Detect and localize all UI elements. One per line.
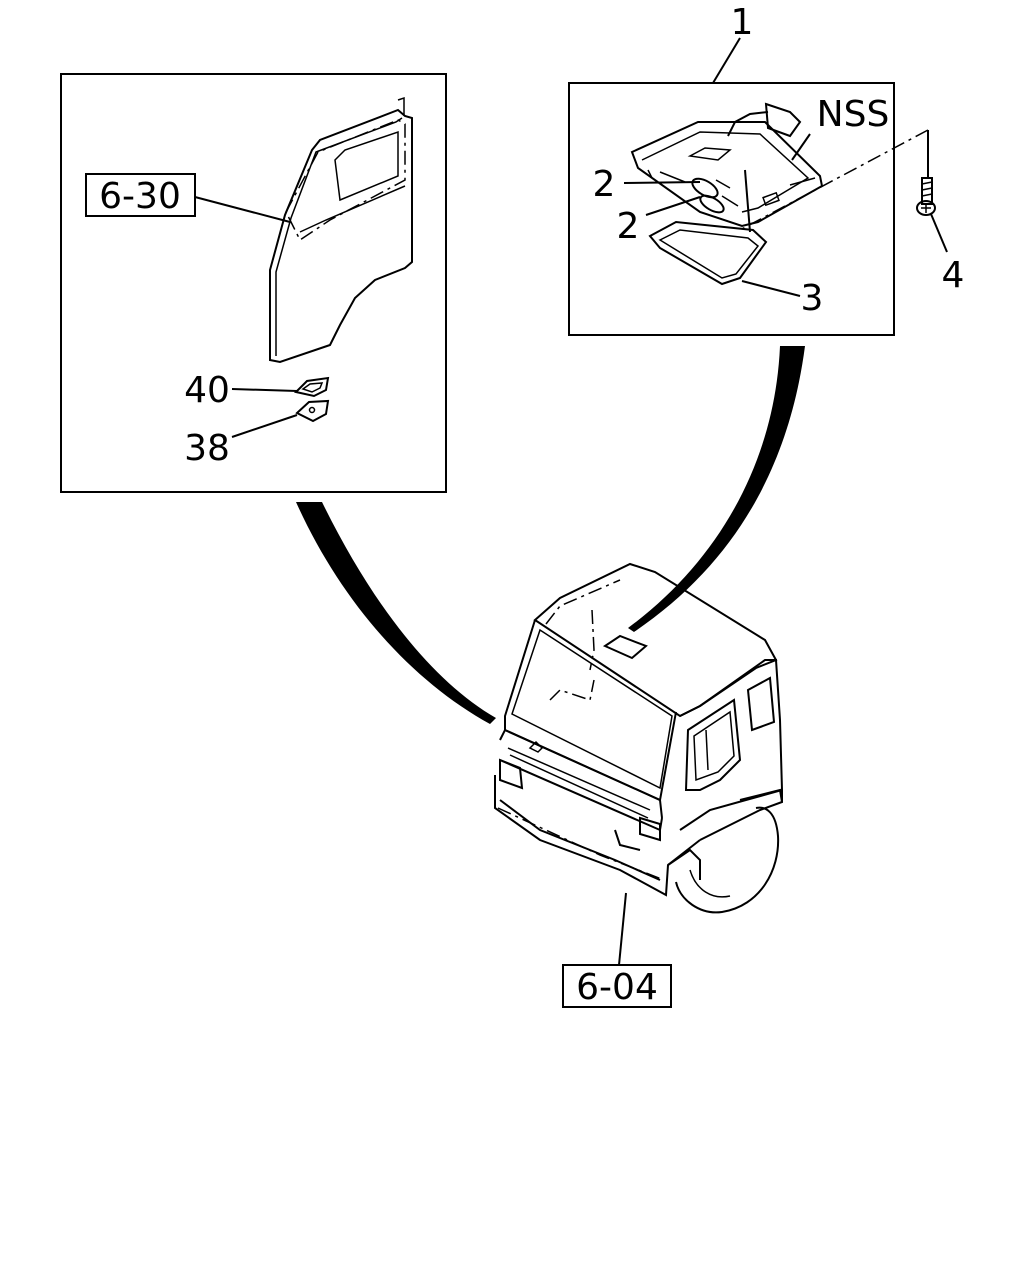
part-38-leader [231, 414, 298, 438]
ref-6-04-label: 6-04 [576, 967, 658, 1008]
screw-leader [930, 213, 948, 253]
part-40-leader [231, 388, 298, 392]
lens-label: 3 [801, 278, 824, 319]
assembly-leader [712, 37, 741, 84]
assembly-label: 1 [731, 2, 754, 43]
ref-6-30-leader [194, 196, 291, 223]
part-40-switch [294, 376, 330, 398]
cab-reference: 6-04 [562, 964, 672, 1008]
screw-bracket [739, 129, 929, 233]
door-detail-panel: 6-30 40 38 [60, 73, 447, 493]
lamp-detail-panel: NSS 2 2 3 [568, 82, 895, 336]
part-4-screw [916, 177, 936, 216]
ref-6-04-leader [618, 892, 627, 966]
nss-leader [791, 133, 811, 161]
door-reference: 6-30 [85, 173, 196, 217]
truck-cab-illustration [494, 562, 784, 914]
part-38-label: 38 [184, 428, 230, 469]
screw-label: 4 [942, 255, 965, 296]
bulb-lower-label: 2 [617, 206, 640, 247]
nss-note: NSS [817, 94, 890, 135]
bulb-upper-label: 2 [593, 164, 616, 205]
bulb-lower-leader [645, 196, 701, 216]
part-40-label: 40 [184, 370, 230, 411]
roof-lamp-marker [602, 634, 648, 660]
lamp-pointer-arc [628, 346, 805, 632]
door-pointer-arc [296, 502, 496, 724]
lens-leader [741, 280, 801, 297]
bulb-upper-leader [623, 181, 701, 184]
ref-6-30-label: 6-30 [99, 176, 181, 217]
door-illustration [269, 96, 413, 364]
part-38-switch [295, 399, 330, 423]
